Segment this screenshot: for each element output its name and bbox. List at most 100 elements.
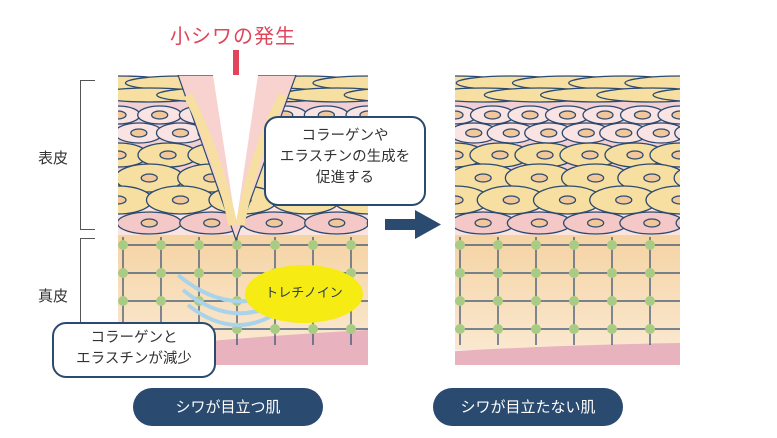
fiber-node [270,240,280,250]
cell-nucleus [171,128,190,138]
bubble-line: 促進する [316,170,374,186]
cell-nucleus [483,110,502,120]
cell-nucleus [159,150,177,160]
cell-nucleus [586,173,605,183]
cell-nucleus [530,218,549,228]
fiber-node [156,268,166,278]
cell-nucleus [521,110,539,120]
fiber-node [118,240,128,250]
fiber-node [569,324,579,334]
cell-nucleus [151,110,169,120]
cell-nucleus [118,110,127,120]
skin-cell [343,88,368,102]
fiber-node [531,240,541,250]
bubble-line: エラスチンが減少 [76,351,192,367]
cell-nucleus [626,150,644,160]
fiber-node [118,296,128,306]
fiber-node [194,240,204,250]
fiber-node [569,240,579,250]
skin-cell [645,185,680,215]
smooth-skin-illustration [455,75,680,365]
cell-nucleus [491,150,509,160]
fiber-node [455,324,465,334]
cell-nucleus [140,173,158,183]
dermis-bracket [80,238,95,369]
fiber-node [156,240,166,250]
cell-nucleus [474,173,492,183]
fiber-node [346,240,356,250]
fiber-node [645,268,655,278]
dermis-label: 真皮 [38,287,69,305]
cell-nucleus [643,218,661,228]
cell-nucleus [671,110,680,120]
cell-nucleus [474,218,492,228]
skin-cell [649,142,680,168]
skin-cell [675,216,680,230]
cell-nucleus [530,173,549,183]
fiber-node [232,240,242,250]
fiber-node [346,324,356,334]
bubble-line: コラーゲンと [90,330,178,346]
fiber-node [493,296,503,306]
cell-nucleus [577,128,595,138]
cell-nucleus [455,195,464,205]
cell-nucleus [455,150,464,160]
cell-nucleus [455,110,464,120]
fiber-node [607,268,617,278]
cell-nucleus [140,218,158,228]
arrow-right-icon [385,210,441,239]
fiber-node [645,296,655,306]
caption-wrinkled-skin: シワが目立つ肌 [133,388,323,426]
cell-nucleus [118,150,127,160]
tretinoin-label: トレチノイン [245,265,363,323]
skin-cell [657,105,680,125]
fiber-node [455,240,465,250]
bubble-line: コラーゲンや [301,128,389,144]
cell-nucleus [558,110,577,120]
fiber-node [156,296,166,306]
skin-cell [674,126,680,140]
cell-nucleus [615,195,633,205]
skin-cell [366,219,368,227]
cell-nucleus [581,150,599,160]
cell-nucleus [118,195,127,205]
fiber-node [531,324,541,334]
epidermis-label: 表皮 [38,149,69,167]
cell-nucleus [540,128,558,138]
cell-nucleus [558,195,577,205]
cell-nucleus [586,218,605,228]
fiber-node [569,296,579,306]
cell-nucleus [265,218,283,228]
skin-cell [312,75,368,91]
fiber-node [270,324,280,334]
fiber-node [308,240,318,250]
fiber-node [645,240,655,250]
cell-nucleus [536,150,554,160]
promote-collagen-bubble: コラーゲンや エラスチンの生成を 促進する [264,116,426,206]
fiber-node [455,268,465,278]
skin-cell [652,88,680,102]
cell-nucleus [643,173,661,183]
skin-cell [673,169,680,187]
fiber-node [493,268,503,278]
fiber-node [493,240,503,250]
cell-nucleus [596,110,614,120]
fiber-node [569,268,579,278]
fiber-node [645,324,655,334]
fiber-node [607,324,617,334]
fiber-node [531,296,541,306]
cell-nucleus [465,128,483,138]
fiber-node [194,268,204,278]
fiber-node [232,268,242,278]
cell-nucleus [615,128,633,138]
fiber-node [308,324,318,334]
fiber-node [118,268,128,278]
cell-nucleus [328,218,346,228]
cell-nucleus [502,128,520,138]
cell-nucleus [652,128,670,138]
bubble-line: エラスチンの生成を [279,149,411,165]
cell-nucleus [671,150,680,160]
fiber-node [607,296,617,306]
epidermis-bracket [80,80,95,230]
fiber-node [493,324,503,334]
